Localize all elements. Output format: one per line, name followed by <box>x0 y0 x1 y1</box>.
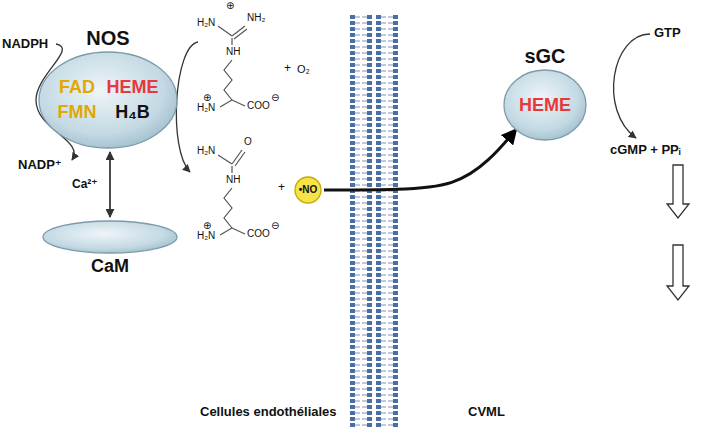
bond <box>231 38 232 45</box>
bond <box>231 166 232 173</box>
shape-outline <box>39 52 177 148</box>
node-text: FAD <box>59 77 95 98</box>
shape-outline <box>504 70 586 140</box>
node-heading: CaM <box>91 256 129 277</box>
atom-label: H₂N <box>197 17 215 29</box>
cofactor-label: NADPH <box>2 37 48 52</box>
shape-outline <box>42 220 178 254</box>
diffusion-arrow <box>324 130 515 190</box>
edge-label: Ca²⁺ <box>72 177 98 191</box>
bond <box>220 228 232 235</box>
node-text: FMN <box>57 102 96 123</box>
signal-arrow <box>667 165 689 218</box>
region-label: CVML <box>468 405 505 420</box>
node-text: H₄B <box>115 102 150 123</box>
citrulline-bonds <box>218 150 245 235</box>
atom-label: COO <box>247 100 270 112</box>
bond <box>232 150 242 164</box>
atom-label: NH <box>226 174 240 186</box>
node-heading: NOS <box>86 27 129 50</box>
reaction-arrow <box>614 34 650 138</box>
shape-outline <box>38 51 178 149</box>
molecule-label: O₂ <box>297 63 310 76</box>
atom-label: H₂N <box>197 145 215 157</box>
bond <box>232 228 245 234</box>
bond <box>235 152 245 166</box>
bond <box>224 188 232 228</box>
nitric-oxide-circle: •NO <box>294 176 322 204</box>
plus-sign: + <box>278 181 285 195</box>
atom-label: O <box>244 136 252 148</box>
substrate-label: GTP <box>654 26 681 41</box>
node-text: HEME <box>519 95 571 116</box>
atom-label: COO <box>247 228 270 240</box>
guanylate-cyclase-ellipse: HEMEsGC <box>503 69 587 141</box>
signal-arrow <box>667 245 689 300</box>
product-label: cGMP + PPᵢ <box>610 143 681 158</box>
plus-sign: + <box>284 62 291 76</box>
charge-symbol: ⊕ <box>203 220 211 232</box>
bond <box>232 26 245 36</box>
shape-outline <box>295 177 321 203</box>
atom-label: NH₂ <box>247 12 265 24</box>
node-text: HEME <box>106 77 158 98</box>
arginine-bonds <box>218 26 247 107</box>
bond <box>220 100 232 107</box>
charge-symbol: ⊕ <box>226 0 234 12</box>
calmodulin-ellipse: CaM <box>42 220 178 254</box>
bond <box>232 100 245 106</box>
node-text: •NO <box>299 184 318 196</box>
charge-symbol: ⊕ <box>203 92 211 104</box>
bond <box>224 60 232 100</box>
shape-outline <box>43 221 177 253</box>
charge-symbol: ⊖ <box>271 220 279 232</box>
atom-label: H₂N <box>197 102 215 114</box>
cell-membrane <box>350 14 398 428</box>
enzyme-ellipse: FADHEMEFMNH₄BNOS <box>38 51 178 149</box>
atom-label: NH <box>226 46 240 58</box>
calcium-binding-arrow <box>109 152 111 217</box>
region-label: Cellules endothéliales <box>200 405 337 420</box>
bond <box>218 26 232 36</box>
atom-label: H₂N <box>197 230 215 242</box>
charge-symbol: ⊖ <box>271 92 279 104</box>
cofactor-label: NADP⁺ <box>18 158 62 173</box>
bond <box>218 155 232 164</box>
bond <box>234 29 247 39</box>
node-heading: sGC <box>524 45 565 68</box>
reaction-arrow <box>176 42 198 172</box>
